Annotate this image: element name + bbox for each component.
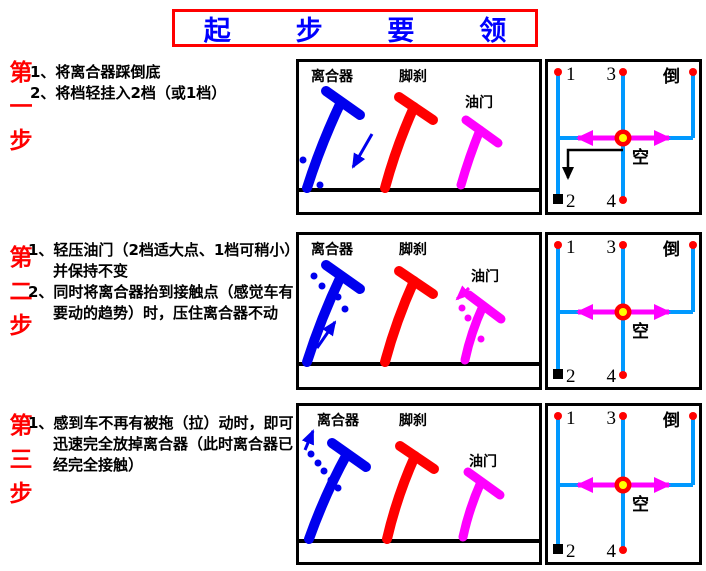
gear-3-label: 3	[607, 237, 617, 258]
neutral-marker-icon	[614, 303, 632, 321]
neutral-label: 空	[632, 494, 649, 515]
throttle-pedal-icon	[458, 467, 505, 542]
gear-1-label: 1	[566, 237, 576, 258]
shift-to-2nd-arrow-icon	[562, 148, 623, 180]
clutch-release-arrow-icon	[301, 429, 342, 492]
gear-panel-step3: 1 3 倒 2 4 空	[545, 403, 702, 565]
gear-1-label: 1	[566, 408, 576, 429]
reverse-label: 倒	[662, 240, 680, 260]
clutch-lift-arrow-icon	[310, 272, 349, 349]
title-box: 起步要领	[172, 9, 538, 47]
neutral-label: 空	[632, 147, 649, 168]
step2-text: 1、轻压油门（2档适大点、1档可稍小）并保持不变 2、同时将离合器抬到接触点（感…	[28, 240, 294, 324]
page-title: 起步要领	[203, 15, 571, 47]
brake-pedal-icon	[382, 441, 439, 544]
gear-panel-step2: 1 3 倒 2 4 空	[545, 232, 702, 390]
gear-4-label: 4	[607, 366, 617, 387]
gear-position-dots	[554, 68, 697, 204]
brake-label: 脚刹	[399, 413, 427, 429]
clutch-press-arrow-icon	[299, 133, 374, 189]
gear-3-label: 3	[607, 408, 617, 429]
gear-4-label: 4	[607, 541, 617, 562]
gear-2-label: 2	[566, 366, 576, 387]
gear-position-dots	[554, 241, 697, 379]
neutral-label: 空	[632, 321, 649, 342]
gear-2nd-marker	[553, 544, 563, 554]
clutch-pedal-icon	[302, 86, 365, 193]
step3-item-1: 1、感到车不再有被拖（拉）动时，即可迅速完全放掉离合器（此时离合器已经完全接触）	[28, 414, 294, 474]
step1-item-1: 1、将离合器踩倒底	[30, 63, 161, 81]
throttle-label: 油门	[471, 268, 499, 285]
step1-label: 第一步	[5, 60, 31, 162]
step1-text: 1、将离合器踩倒底 2、将档轻挂入2档（或1档）	[30, 62, 294, 104]
neutral-marker-icon	[614, 476, 632, 494]
brake-label: 脚刹	[399, 69, 427, 85]
clutch-pedal-icon	[304, 438, 371, 544]
clutch-label: 离合器	[311, 241, 354, 258]
brake-label: 脚刹	[399, 242, 427, 258]
gear-2-label: 2	[566, 541, 576, 562]
pedal-panel-step1: 离合器 脚刹 油门	[296, 59, 542, 215]
gear-4-label: 4	[607, 191, 617, 212]
clutch-label: 离合器	[311, 68, 354, 85]
gear-1-label: 1	[566, 64, 576, 85]
step2-item-2: 2、同时将离合器抬到接触点（感觉车有要动的趋势）时，压住离合器不动	[28, 283, 294, 322]
reverse-label: 倒	[662, 67, 680, 87]
reverse-label: 倒	[662, 411, 680, 431]
throttle-label: 油门	[469, 453, 497, 470]
throttle-label: 油门	[465, 94, 493, 111]
gear-position-dots	[554, 412, 697, 554]
gear-2nd-marker	[553, 369, 563, 379]
step2-item-1: 1、轻压油门（2档适大点、1档可稍小）并保持不变	[28, 241, 292, 280]
pedal-panel-step3: 离合器 脚刹 油门	[296, 403, 542, 565]
clutch-label: 离合器	[317, 412, 360, 429]
step3-text: 1、感到车不再有被拖（拉）动时，即可迅速完全放掉离合器（此时离合器已经完全接触）	[28, 413, 294, 476]
gear-2nd-marker	[553, 194, 563, 204]
step1-item-2: 2、将档轻挂入2档（或1档）	[30, 84, 227, 102]
gear-3-label: 3	[607, 64, 617, 85]
throttle-press-arrow-icon	[455, 285, 485, 343]
pedal-panel-step2: 离合器 脚刹 油门	[296, 232, 542, 390]
neutral-marker-icon	[614, 129, 632, 147]
brake-pedal-icon	[380, 266, 438, 367]
gear-panel-step1: 1 3 倒 2 4 空	[545, 59, 702, 215]
throttle-pedal-icon	[456, 115, 503, 190]
step3-label: 第三步	[5, 413, 31, 515]
brake-pedal-icon	[380, 92, 438, 193]
throttle-pedal-icon	[460, 290, 506, 365]
gear-2-label: 2	[566, 191, 576, 212]
step2-label: 第二步	[5, 245, 31, 347]
clutch-pedal-icon	[302, 260, 365, 367]
